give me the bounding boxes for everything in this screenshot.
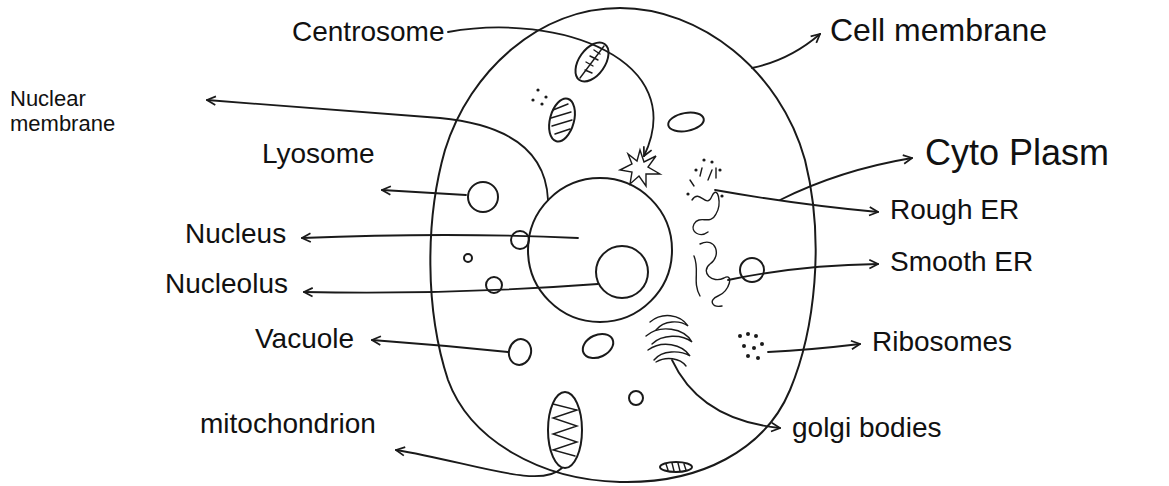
leader-line bbox=[382, 190, 466, 195]
leader-line bbox=[372, 340, 508, 352]
nucleolus-shape bbox=[596, 246, 648, 298]
ribosome-dots bbox=[738, 332, 764, 360]
vesicle-shape bbox=[629, 391, 643, 405]
part-label: Cell membrane bbox=[830, 12, 1047, 49]
leader-line bbox=[752, 34, 820, 68]
part-label: mitochondrion bbox=[200, 408, 376, 440]
mitochondrion-shape bbox=[548, 392, 582, 468]
leader-line bbox=[207, 100, 548, 200]
leader-line bbox=[396, 450, 562, 476]
leader-line bbox=[304, 284, 598, 293]
part-label: Cyto Plasm bbox=[925, 132, 1109, 173]
part-label: golgi bodies bbox=[792, 412, 941, 444]
leader-line bbox=[728, 264, 878, 280]
mitochondrion-shape bbox=[545, 96, 580, 145]
part-label: Nucleolus bbox=[165, 268, 288, 300]
part-label: Smooth ER bbox=[890, 246, 1033, 278]
vesicle-shape bbox=[464, 254, 472, 262]
vesicle-shape bbox=[740, 258, 764, 282]
centrosome-shape bbox=[620, 150, 660, 186]
mitochondrion-shape bbox=[660, 462, 692, 472]
part-label: Rough ER bbox=[890, 194, 1019, 226]
leader-line bbox=[672, 360, 780, 428]
cell-membrane-outline bbox=[430, 8, 815, 482]
lysosome-shape bbox=[468, 182, 498, 212]
part-label: Lyosome bbox=[262, 138, 375, 170]
nucleus-shape bbox=[528, 178, 672, 322]
leader-line bbox=[780, 158, 912, 200]
vacuole-shape bbox=[667, 110, 706, 134]
leader-line bbox=[768, 344, 860, 352]
vacuole-shape bbox=[506, 337, 534, 368]
vesicle-shape bbox=[511, 231, 529, 249]
part-label: Nucleus bbox=[185, 218, 286, 250]
leader-line bbox=[715, 190, 878, 212]
golgi-shape bbox=[646, 316, 692, 366]
granules bbox=[531, 88, 547, 105]
part-label: Nuclear membrane bbox=[10, 86, 130, 137]
part-label: Centrosome bbox=[292, 16, 445, 48]
leader-line bbox=[302, 235, 578, 238]
leader-line bbox=[448, 28, 654, 156]
part-label: Vacuole bbox=[255, 323, 354, 355]
part-label: Ribosomes bbox=[872, 326, 1012, 358]
rough-er-shape bbox=[686, 158, 723, 234]
vacuole-shape bbox=[579, 329, 617, 362]
smooth-er-shape bbox=[694, 242, 730, 306]
